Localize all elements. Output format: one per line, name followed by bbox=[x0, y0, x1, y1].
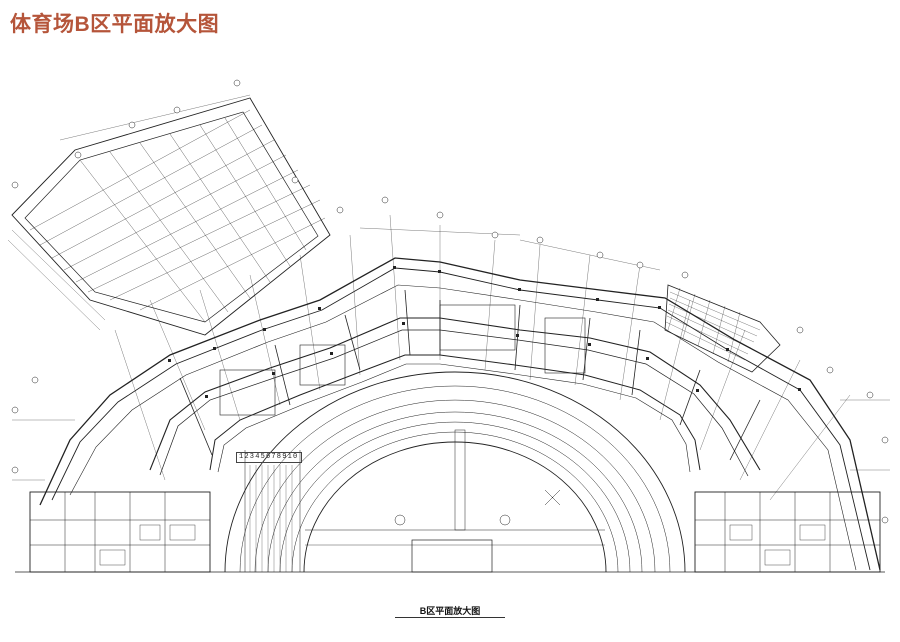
radial-grid bbox=[114, 214, 851, 501]
southeast-service-block bbox=[694, 491, 881, 573]
drawing-caption: B区平面放大图 bbox=[419, 606, 481, 616]
column-markers bbox=[168, 266, 801, 398]
northwest-wing bbox=[7, 94, 331, 336]
grid-axis-bubbles bbox=[11, 79, 889, 524]
track-lane-numbers: 12345678910 bbox=[236, 452, 302, 463]
page-title: 体育场B区平面放大图 bbox=[10, 13, 220, 36]
room-partitions bbox=[179, 289, 761, 461]
southwest-service-block bbox=[29, 491, 211, 573]
caption-underline bbox=[395, 617, 505, 618]
northeast-stair-block bbox=[664, 284, 781, 373]
field-interior bbox=[305, 429, 605, 573]
